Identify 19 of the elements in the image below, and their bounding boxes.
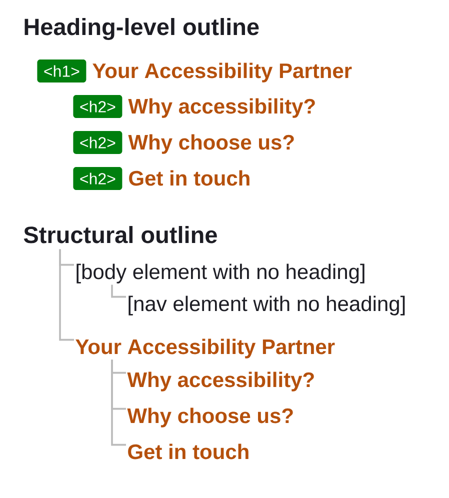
tree-line: [111, 360, 126, 446]
tag-badge: <h2>: [73, 167, 122, 190]
heading-text: Why choose us?: [127, 408, 293, 428]
heading-text: Why accessibility?: [128, 98, 315, 118]
tag-badge: <h1>: [37, 60, 86, 82]
tag-badge: <h2>: [73, 95, 122, 118]
tag-badge: <h2>: [73, 131, 122, 154]
heading-text: Why choose us?: [128, 134, 294, 154]
section-heading: Structural outline: [24, 226, 217, 244]
heading-text: Your Accessibility Partner: [92, 62, 352, 82]
heading-text: Get in touch: [129, 170, 250, 186]
tree-line: [59, 249, 74, 341]
outline-item: [body element with no heading]: [76, 264, 364, 284]
tree-line: [111, 284, 126, 298]
heading-text: Why accessibility?: [127, 372, 314, 392]
heading-text: Get in touch: [128, 444, 248, 460]
section-heading: Heading-level outline: [24, 18, 259, 40]
outline-item: [nav element with no heading]: [128, 296, 405, 316]
heading-text: Your Accessibility Partner: [76, 338, 335, 358]
